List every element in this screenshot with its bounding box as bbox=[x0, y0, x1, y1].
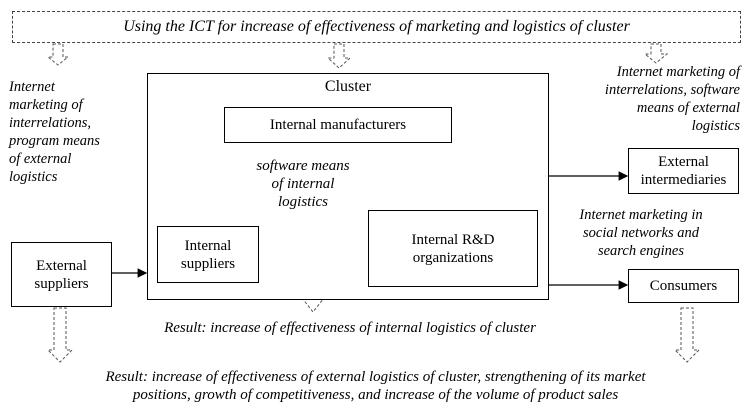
external-suppliers-label: suppliers bbox=[34, 275, 89, 292]
external-intermediaries-box: External intermediaries bbox=[628, 148, 739, 194]
result-external-line: Result: increase of effectiveness of ext… bbox=[105, 369, 646, 385]
software-note-line: of internal bbox=[271, 176, 335, 192]
internal-suppliers-label: Internal bbox=[184, 237, 232, 254]
top-banner: Using the ICT for increase of effectiven… bbox=[12, 11, 741, 43]
left-note-line: of external bbox=[9, 151, 72, 167]
result-internal: Result: increase of effectiveness of int… bbox=[164, 320, 536, 336]
right-top-note: Internet marketing of interrelations, so… bbox=[560, 63, 740, 135]
result-external-line: positions, growth of competitiveness, an… bbox=[132, 387, 619, 403]
hollow-arrow-bottom-right bbox=[673, 307, 701, 363]
internal-manufacturers-box: Internal manufacturers bbox=[224, 107, 452, 143]
cluster-title: Cluster bbox=[324, 78, 372, 95]
result-external: Result: increase of effectiveness of ext… bbox=[10, 368, 741, 404]
software-note-line: logistics bbox=[277, 194, 328, 210]
consumers-label: Consumers bbox=[649, 278, 718, 294]
left-note-line: interrelations, bbox=[9, 115, 92, 131]
right-top-note-line: Internet marketing of bbox=[616, 64, 740, 80]
right-mid-note: Internet marketing in social networks an… bbox=[556, 206, 726, 260]
internal-rnd-label: organizations bbox=[412, 249, 494, 266]
top-banner-text: Using the ICT for increase of effectiven… bbox=[123, 18, 630, 35]
right-mid-note-line: search engines bbox=[597, 243, 685, 259]
left-note: Internet marketing of interrelations, pr… bbox=[9, 78, 144, 186]
internal-manufacturers-label: Internal manufacturers bbox=[269, 117, 407, 133]
hollow-arrow-top-center bbox=[326, 43, 352, 69]
left-note-line: marketing of bbox=[9, 97, 83, 113]
hollow-arrow-top-right bbox=[643, 43, 669, 64]
external-suppliers-box: External suppliers bbox=[11, 242, 112, 307]
right-top-note-line: logistics bbox=[691, 118, 740, 134]
hollow-arrow-bottom-left bbox=[46, 307, 74, 363]
internal-suppliers-box: Internal suppliers bbox=[157, 226, 259, 283]
right-top-note-line: means of external bbox=[636, 100, 740, 116]
right-top-note-line: interrelations, software bbox=[604, 82, 740, 98]
software-note-line: software means bbox=[256, 158, 350, 174]
consumers-box: Consumers bbox=[628, 269, 739, 303]
right-mid-note-line: Internet marketing in bbox=[579, 207, 703, 223]
left-note-line: logistics bbox=[9, 169, 58, 185]
internal-rnd-label: Internal R&D bbox=[411, 231, 495, 248]
right-mid-note-line: social networks and bbox=[583, 225, 699, 241]
left-note-line: Internet bbox=[9, 79, 55, 95]
external-intermediaries-label: External bbox=[658, 154, 709, 170]
external-suppliers-label: External bbox=[36, 257, 87, 274]
hollow-arrow-top-left bbox=[46, 43, 70, 66]
left-note-line: program means bbox=[9, 133, 100, 149]
external-intermediaries-label: intermediaries bbox=[640, 172, 727, 188]
software-note: software means of internal logistics bbox=[253, 157, 353, 211]
internal-suppliers-label: suppliers bbox=[180, 255, 236, 272]
internal-rnd-box: Internal R&D organizations bbox=[368, 210, 538, 287]
